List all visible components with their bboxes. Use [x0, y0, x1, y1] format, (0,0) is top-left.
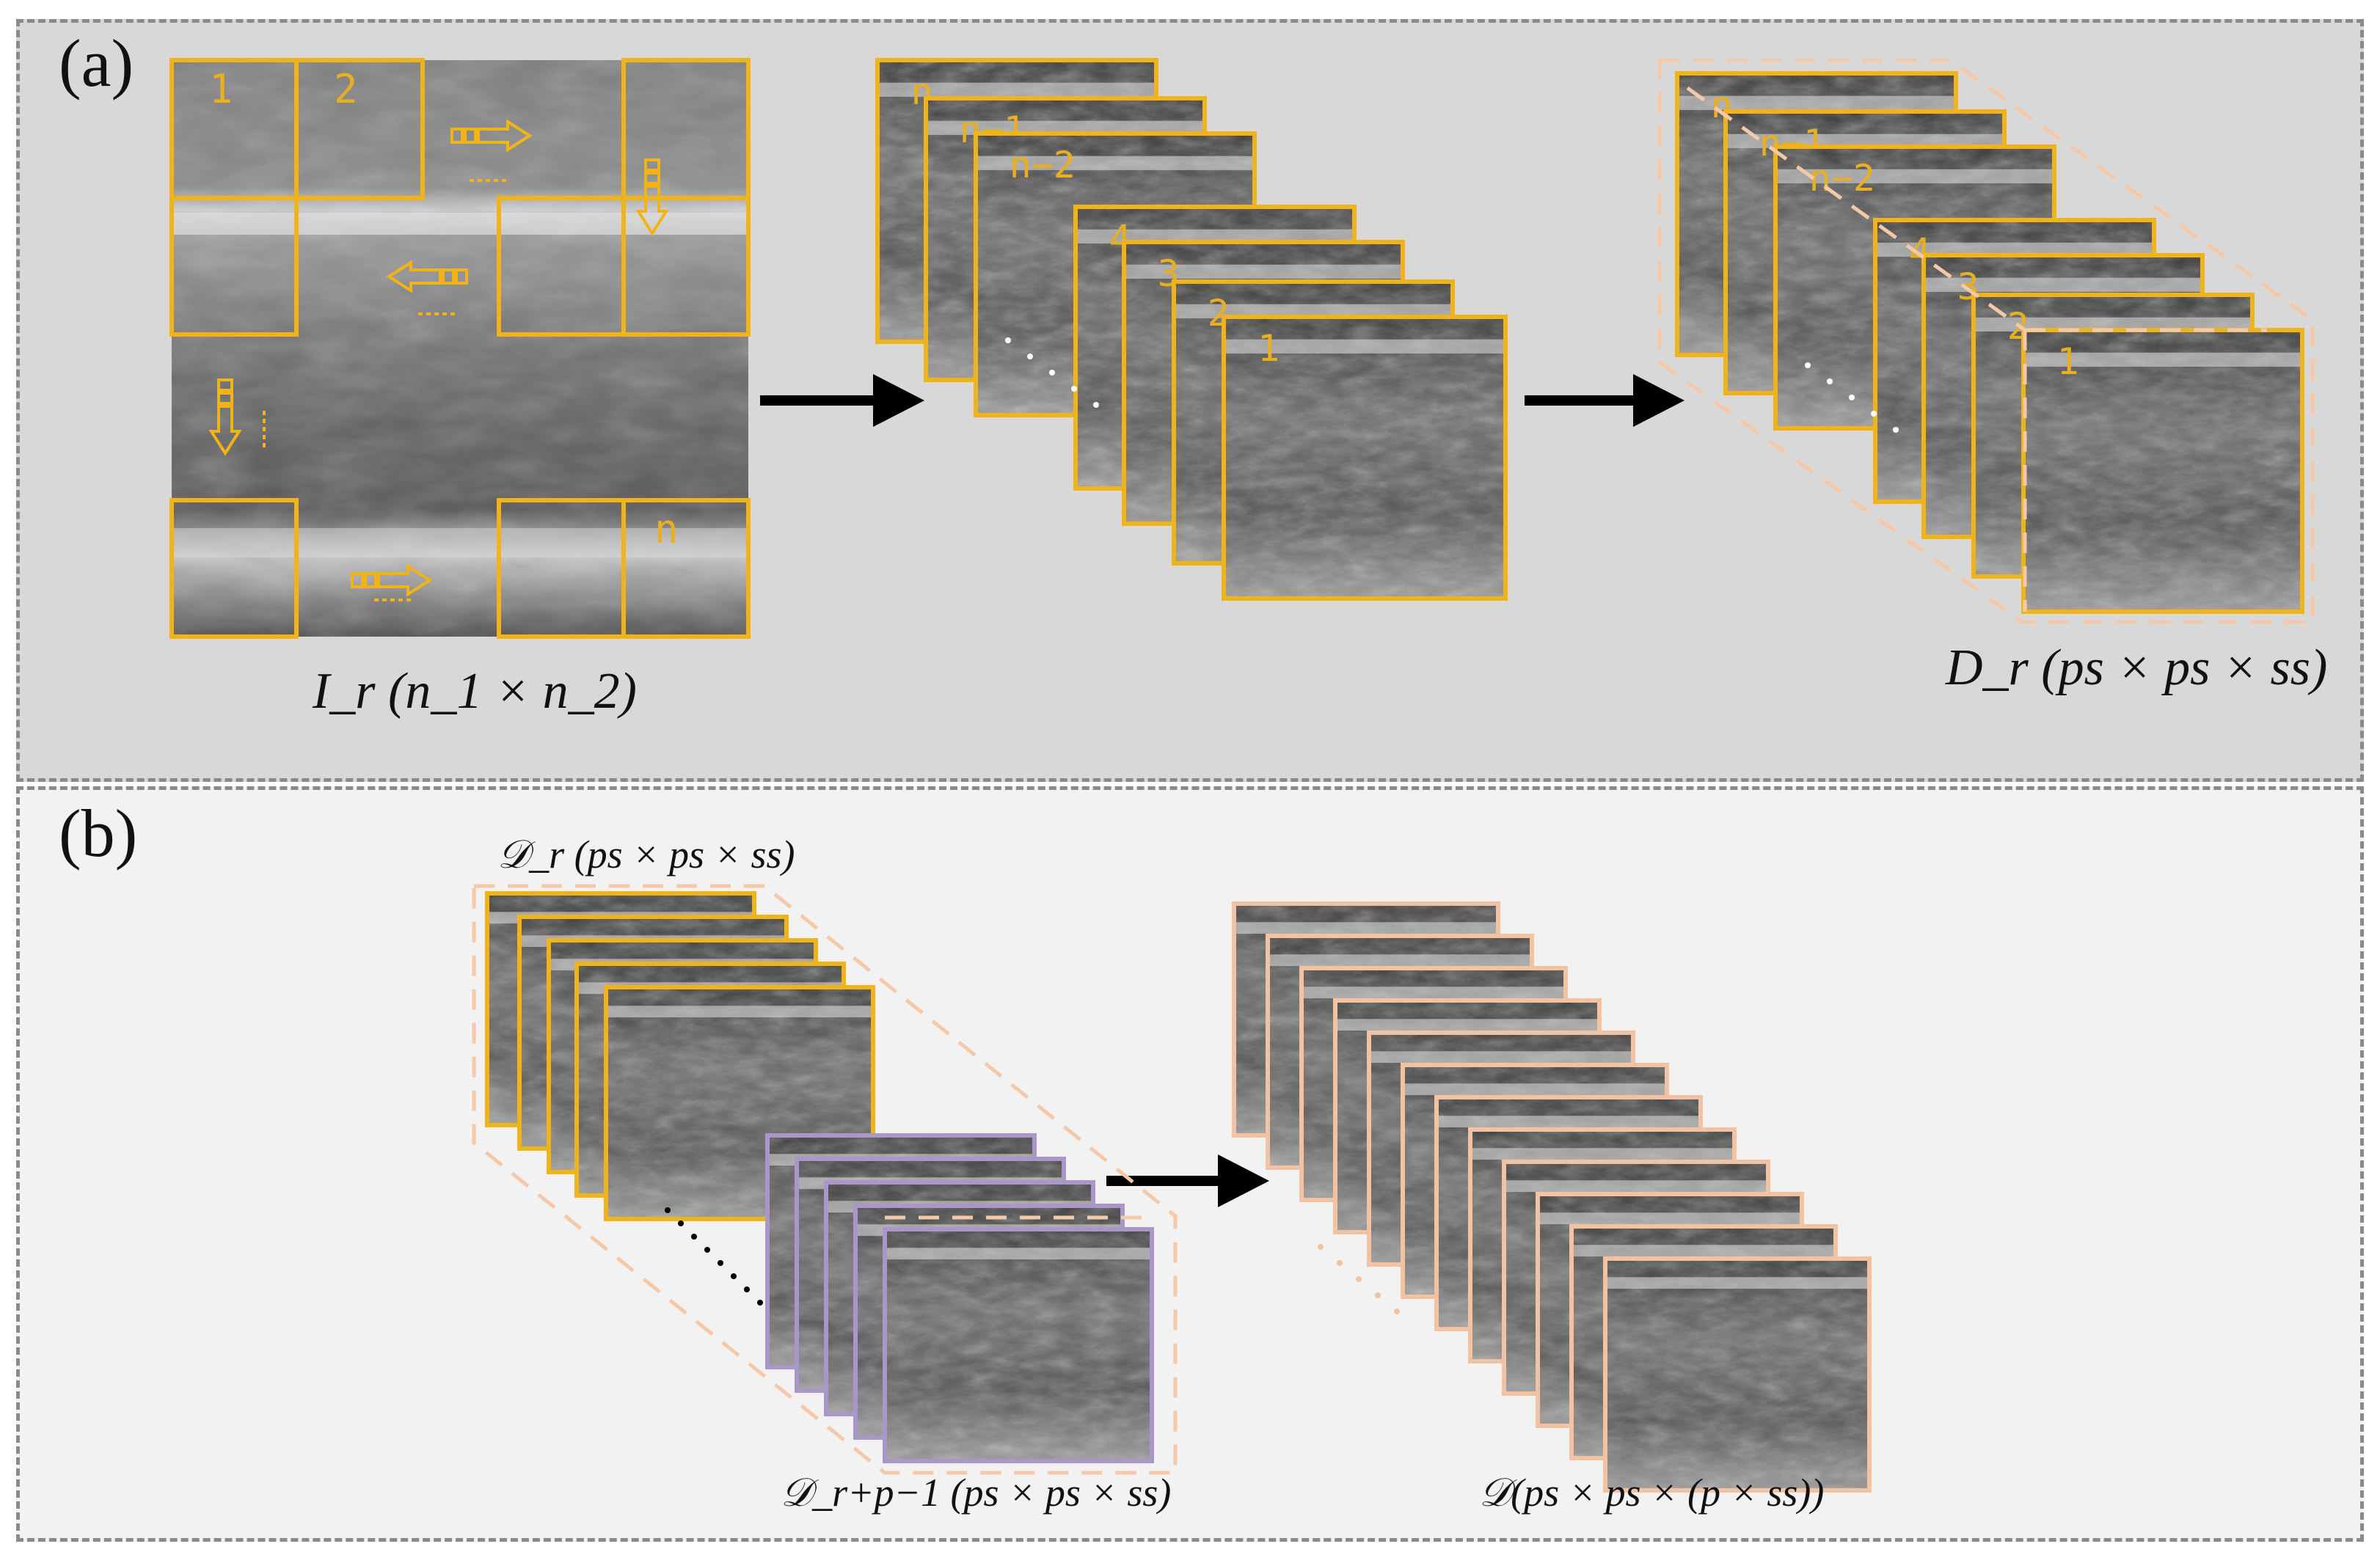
caption-result: 𝒟(ps × ps × (p × ss)): [1479, 1471, 1825, 1515]
continuation-dot: [1893, 427, 1899, 433]
caption-group-b-bottom: 𝒟_r+p−1 (ps × ps × ss): [781, 1471, 1172, 1515]
patch-slice: 1: [1222, 315, 1508, 601]
continuation-dot: [1027, 354, 1033, 359]
continuation-dot: [1337, 1260, 1343, 1266]
panel-b-letter: (b): [59, 796, 138, 871]
source-image: [172, 60, 748, 637]
arrow-down-icon: [208, 378, 266, 456]
continuation-dot: [704, 1247, 710, 1253]
continuation-dot: [1805, 362, 1811, 368]
arrow-right-icon: [1106, 1154, 1269, 1207]
continuation-dot: [1394, 1308, 1400, 1314]
arrow-down-icon: [635, 158, 669, 236]
continuation-dot: [1356, 1276, 1362, 1282]
continuation-dot: [1375, 1292, 1381, 1298]
continuation-dot: [1871, 411, 1877, 417]
continuation-dot: [678, 1220, 684, 1226]
slice-label: n−2: [1010, 144, 1076, 186]
cube-r-plus-p-minus-1: [765, 1133, 1154, 1463]
arrow-right-icon: [351, 563, 433, 601]
continuation-dot: [744, 1286, 750, 1292]
cube-outline: [472, 884, 1178, 1475]
panel-b: [16, 786, 2364, 1542]
caption-group-a: D_r (ps × ps × ss): [1946, 640, 2328, 696]
merged-cube: [1232, 901, 1872, 1493]
continuation-dot: [718, 1260, 723, 1266]
arrow-right-icon: [450, 119, 533, 182]
continuation-dot: [1318, 1244, 1324, 1250]
continuation-dot: [1071, 386, 1077, 392]
patch-label-first: 1: [209, 66, 233, 112]
panel-a-letter: (a): [59, 26, 134, 100]
patch-slice: [883, 1227, 1154, 1463]
cube-outline: [1657, 58, 2315, 624]
patch-label-last: n: [654, 506, 679, 552]
patch-slice: 1: [2021, 328, 2304, 614]
continuation-dot: [1005, 337, 1011, 343]
patch-label-second: 2: [334, 66, 358, 112]
patch-grid: [169, 58, 751, 639]
arrow-right-icon: [1525, 374, 1684, 427]
arrow-right-icon: [760, 374, 924, 427]
continuation-dot: [691, 1234, 697, 1240]
caption-image: I_r (n_1 × n_2): [313, 663, 637, 720]
continuation-dot: [1049, 370, 1055, 376]
caption-group-b-top: 𝒟_r (ps × ps × ss): [497, 832, 795, 876]
continuation-dot: [1827, 378, 1833, 384]
continuation-dot: [731, 1273, 737, 1279]
slice-label: n−2: [1809, 157, 1875, 200]
continuation-dot: [1093, 402, 1099, 408]
continuation-dot: [757, 1300, 763, 1306]
slice-label: 1: [1257, 327, 1280, 370]
slice-label: 1: [2057, 340, 2079, 383]
continuation-dot: [665, 1207, 671, 1213]
patch-slice: [1603, 1256, 1872, 1493]
continuation-dot: [1849, 395, 1855, 400]
arrow-left-icon: [386, 260, 468, 315]
